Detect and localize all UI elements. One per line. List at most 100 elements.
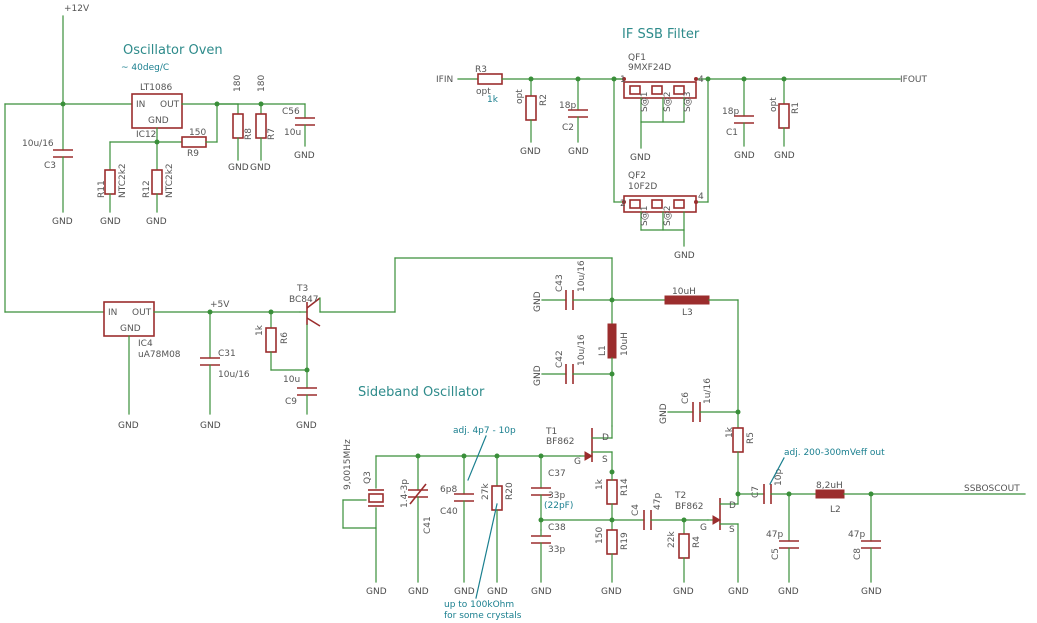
svg-text:R14: R14 [620, 478, 630, 496]
svg-text:QF1: QF1 [628, 53, 646, 63]
svg-text:9MXF24D: 9MXF24D [628, 63, 671, 73]
svg-text:8,2uH: 8,2uH [816, 481, 843, 491]
oven-note: ~ 40deg/C [121, 63, 169, 73]
c3-capacitor: 10u/16 C3 GND [22, 103, 73, 227]
svg-text:IC4: IC4 [138, 339, 153, 349]
t1-jfet: T1 BF862 D S G [545, 425, 615, 475]
svg-text:R9: R9 [187, 149, 199, 159]
svg-text:C9: C9 [285, 397, 297, 407]
c56-capacitor: C56 10u GND [282, 103, 315, 161]
svg-text:GND: GND [630, 153, 651, 163]
svg-text:C56: C56 [282, 107, 300, 117]
svg-text:S: S [729, 525, 735, 535]
svg-text:10uH: 10uH [620, 332, 630, 356]
ifout-label: IFOUT [900, 75, 928, 85]
svg-text:R3: R3 [475, 65, 487, 75]
c7-capacitor: C7 10p [737, 469, 817, 504]
svg-text:R7: R7 [267, 128, 277, 140]
svg-text:R20: R20 [505, 482, 515, 500]
r12-ntc: R12 NTC2k2 GND [142, 141, 175, 227]
r1-resistor: opt R1 GND [769, 76, 801, 161]
svg-text:GND: GND [520, 147, 541, 157]
svg-text:S@3: S@3 [683, 92, 693, 112]
svg-text:GND: GND [200, 421, 221, 431]
c2-capacitor: 18p C2 GND [559, 78, 589, 157]
svg-text:GND: GND [52, 217, 73, 227]
svg-text:BF862: BF862 [546, 437, 575, 447]
svg-text:NTC2k2: NTC2k2 [118, 163, 128, 198]
svg-text:R12: R12 [142, 180, 152, 198]
svg-text:GND: GND [454, 587, 475, 597]
svg-text:GND: GND [146, 217, 167, 227]
svg-text:22k: 22k [667, 531, 677, 548]
svg-text:GND: GND [228, 163, 249, 173]
svg-text:S: S [602, 455, 608, 465]
svg-text:27k: 27k [481, 483, 491, 500]
svg-text:GND: GND [296, 421, 317, 431]
svg-text:GND: GND [568, 147, 589, 157]
svg-text:R11: R11 [97, 180, 107, 198]
svg-text:1k: 1k [725, 426, 735, 438]
svg-text:GND: GND [778, 587, 799, 597]
svg-text:R6: R6 [280, 332, 290, 344]
svg-text:C2: C2 [562, 123, 574, 133]
svg-text:150: 150 [595, 527, 605, 544]
svg-text:G: G [700, 523, 707, 533]
svg-text:10u: 10u [283, 375, 300, 385]
svg-text:R5: R5 [746, 432, 756, 444]
l3-inductor: 10uH L3 [664, 287, 739, 429]
svg-text:GND: GND [531, 587, 552, 597]
svg-text:opt: opt [769, 97, 779, 112]
r11-ntc: R11 NTC2k2 GND [97, 141, 128, 227]
c5-capacitor: 47p C5 GND [766, 493, 799, 597]
svg-text:R8: R8 [244, 128, 254, 140]
c37-capacitor: C37 33p (22pF) [531, 455, 573, 531]
svg-text:10F2D: 10F2D [628, 182, 657, 192]
svg-text:opt: opt [476, 87, 491, 97]
svg-text:33p: 33p [548, 491, 565, 501]
svg-text:10p: 10p [774, 469, 784, 486]
svg-text:IN: IN [108, 308, 117, 318]
svg-text:C40: C40 [440, 507, 458, 517]
r2-resistor: opt R2 GND [515, 78, 549, 157]
svg-text:QF2: QF2 [628, 171, 646, 181]
svg-text:GND: GND [250, 163, 271, 173]
c40-capacitor: 6p8 C40 GND [440, 455, 475, 597]
ic12-regulator: IN OUT GND LT1086 IC12 [131, 83, 306, 143]
svg-text:L1: L1 [598, 345, 608, 356]
svg-text:C43: C43 [555, 274, 565, 292]
svg-text:GND: GND [120, 324, 141, 334]
ic4-regulator: IN OUT GND IC4 uA78M08 GND +5V [103, 300, 301, 431]
svg-text:2: 2 [620, 199, 626, 209]
c43-capacitor: GND C43 10u/16 [533, 260, 666, 312]
c8-capacitor: 47p C8 GND [848, 493, 882, 597]
svg-text:C37: C37 [548, 469, 566, 479]
svg-text:IC12: IC12 [136, 130, 156, 140]
c38-capacitor: C38 33p GND [531, 517, 613, 597]
svg-text:(22pF): (22pF) [544, 501, 573, 511]
l1-inductor: L1 10uH [598, 299, 630, 427]
svg-text:10u/16: 10u/16 [22, 139, 54, 149]
c9-capacitor: 10u C9 GND [283, 375, 317, 431]
svg-text:33p: 33p [548, 545, 565, 555]
r3-resistor: R3 opt 1k [475, 65, 623, 105]
svg-text:C42: C42 [555, 350, 565, 368]
svg-text:IFIN: IFIN [436, 75, 453, 85]
svg-text:BC847: BC847 [289, 295, 318, 305]
svg-text:D: D [729, 501, 736, 511]
svg-text:C31: C31 [218, 349, 236, 359]
svg-text:1k: 1k [487, 95, 499, 105]
svg-text:IN: IN [136, 100, 145, 110]
c1-capacitor: 18p C1 GND [722, 76, 755, 161]
qf1-crystal-filter: QF1 9MXF24D 1 4 S@1 S@2 S@3 GND [613, 53, 901, 163]
svg-text:GND: GND [533, 291, 543, 312]
svg-text:GND: GND [728, 587, 749, 597]
c6-capacitor: GND C6 1u/16 [659, 378, 741, 424]
osc-supply-wire [394, 257, 613, 313]
svg-text:4: 4 [698, 192, 704, 202]
trimmer-note: adj. 4p7 - 10p [453, 426, 516, 481]
svg-text:LT1086: LT1086 [140, 83, 172, 93]
svg-text:GND: GND [118, 421, 139, 431]
svg-text:47p: 47p [766, 530, 783, 540]
